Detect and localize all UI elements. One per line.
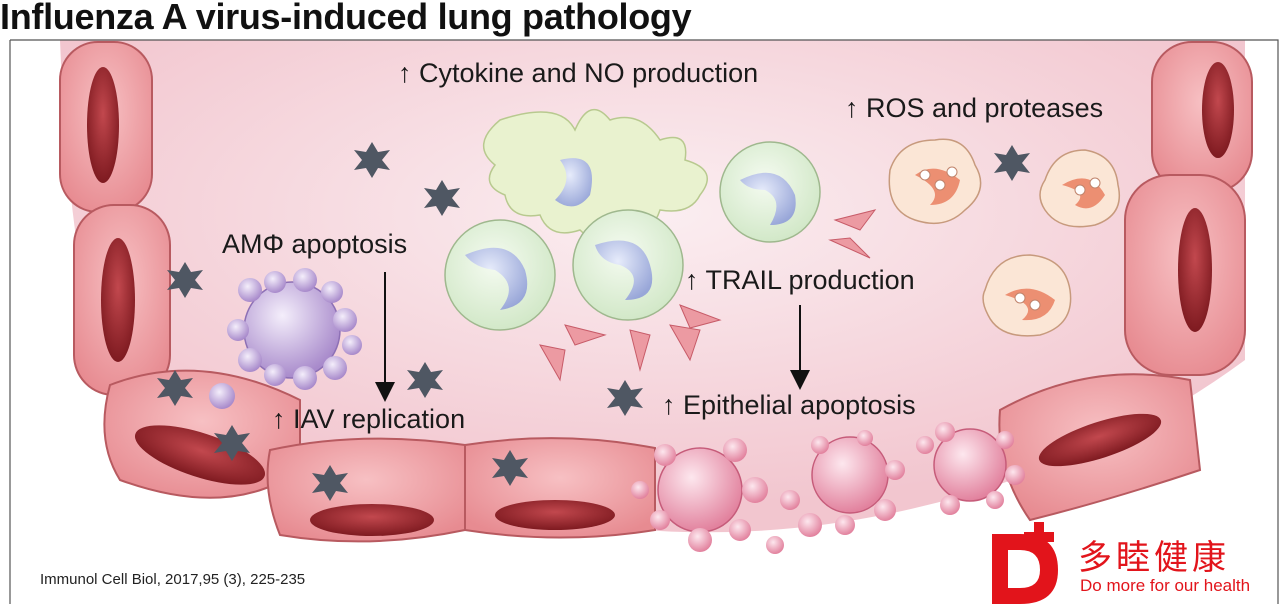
activated-immune-cell xyxy=(483,108,709,243)
trail-triangles xyxy=(539,209,877,382)
immune-cell-nucleus xyxy=(555,158,592,207)
logo-tagline: Do more for our health xyxy=(1080,576,1251,595)
figure-frame xyxy=(9,39,1279,604)
label-trail: ↑ TRAIL production xyxy=(685,265,915,295)
left-epithelial-wall xyxy=(59,41,301,499)
label-cytokine: ↑ Cytokine and NO production xyxy=(398,58,758,88)
right-epithelial-wall xyxy=(1124,41,1253,376)
apoptotic-epithelial-clusters xyxy=(631,422,1025,554)
label-epithelial: ↑ Epithelial apoptosis xyxy=(662,390,916,420)
citation-text: Immunol Cell Biol, 2017,95 (3), 225-235 xyxy=(40,571,306,588)
brand-logo-icon xyxy=(992,522,1058,604)
label-am-apoptosis: AMΦ apoptosis xyxy=(222,229,407,259)
apoptotic-macrophage xyxy=(209,268,362,409)
logo-chinese-text: 多睦健康 xyxy=(1078,538,1230,578)
infiltrating-leukocytes xyxy=(444,141,821,331)
label-iav: ↑ IAV replication xyxy=(272,404,465,434)
ros-macrophages xyxy=(888,138,1120,337)
virus-particles xyxy=(157,142,1030,501)
figure-title: Influenza A virus-induced lung pathology xyxy=(0,0,692,37)
label-ros: ↑ ROS and proteases xyxy=(845,93,1103,123)
